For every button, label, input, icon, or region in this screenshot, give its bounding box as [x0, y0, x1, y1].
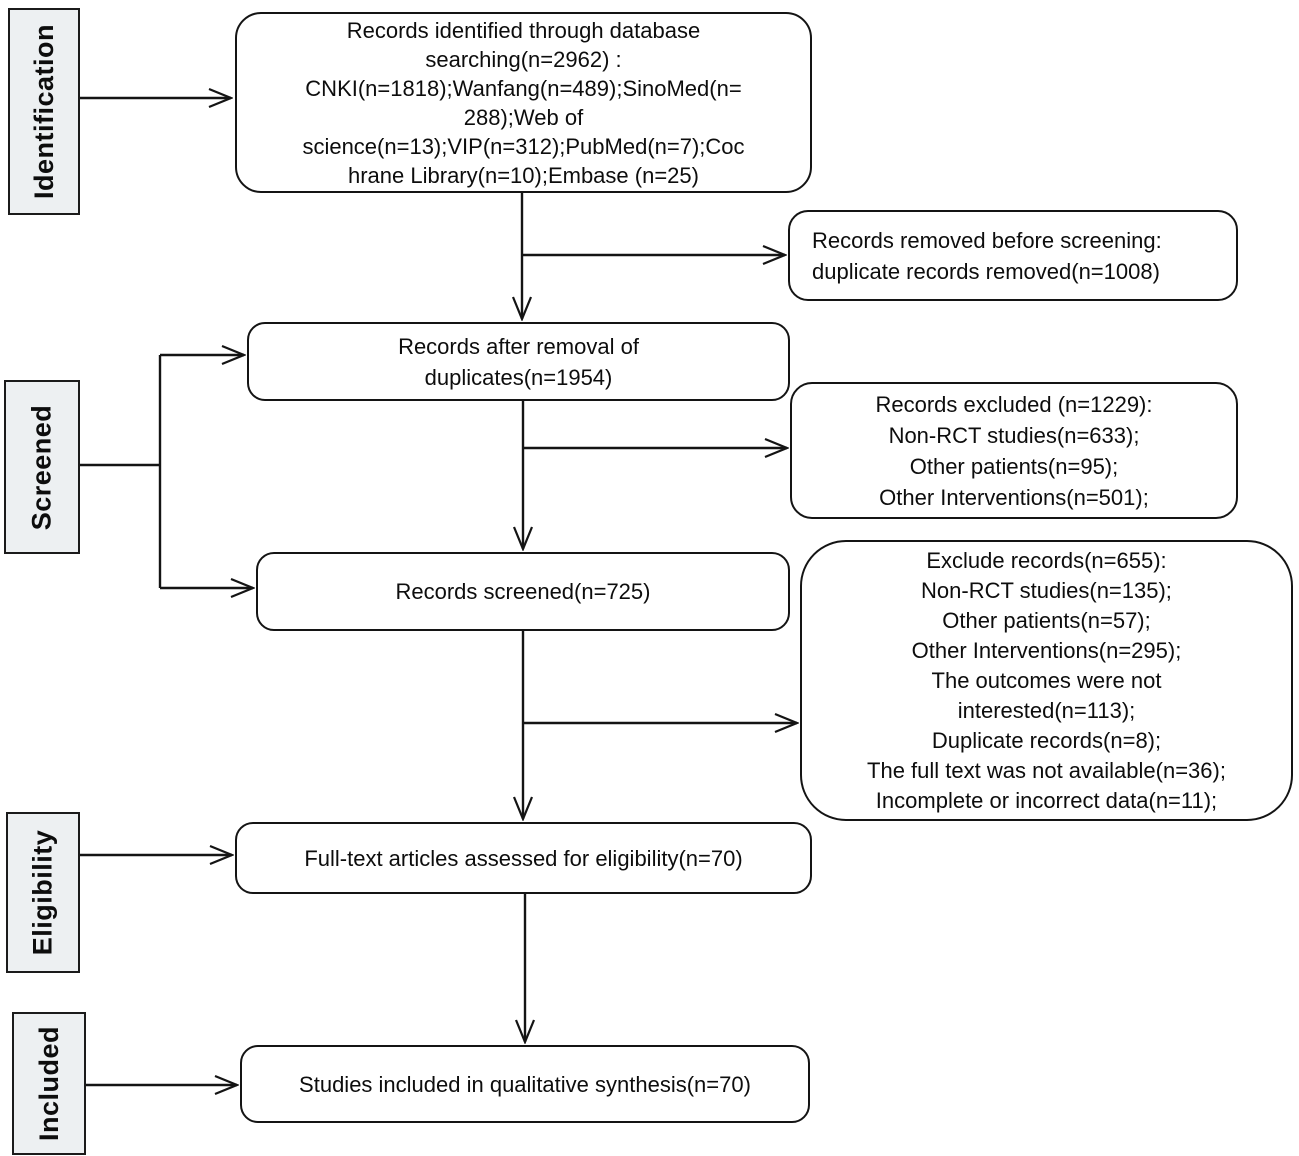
box-records-removed-before-screening: Records removed before screening: duplic…: [788, 210, 1238, 301]
box-records-screened: Records screened(n=725): [256, 552, 790, 631]
stage-label-text: Eligibility: [27, 829, 58, 956]
stage-label-screened: Screened: [4, 380, 80, 554]
stage-label-text: Screened: [26, 404, 57, 530]
stage-label-included: Included: [12, 1012, 86, 1155]
box-records-excluded: Records excluded (n=1229): Non-RCT studi…: [790, 382, 1238, 519]
box-studies-included: Studies included in qualitative synthesi…: [240, 1045, 810, 1123]
box-exclude-records: Exclude records(n=655): Non-RCT studies(…: [800, 540, 1293, 821]
box-fulltext-assessed: Full-text articles assessed for eligibil…: [235, 822, 812, 894]
stage-label-identification: Identification: [8, 8, 80, 215]
stage-label-eligibility: Eligibility: [6, 812, 80, 973]
box-records-after-duplicates: Records after removal of duplicates(n=19…: [247, 322, 790, 401]
box-records-identified: Records identified through database sear…: [235, 12, 812, 193]
stage-label-text: Included: [33, 1025, 64, 1142]
stage-label-text: Identification: [28, 24, 59, 199]
